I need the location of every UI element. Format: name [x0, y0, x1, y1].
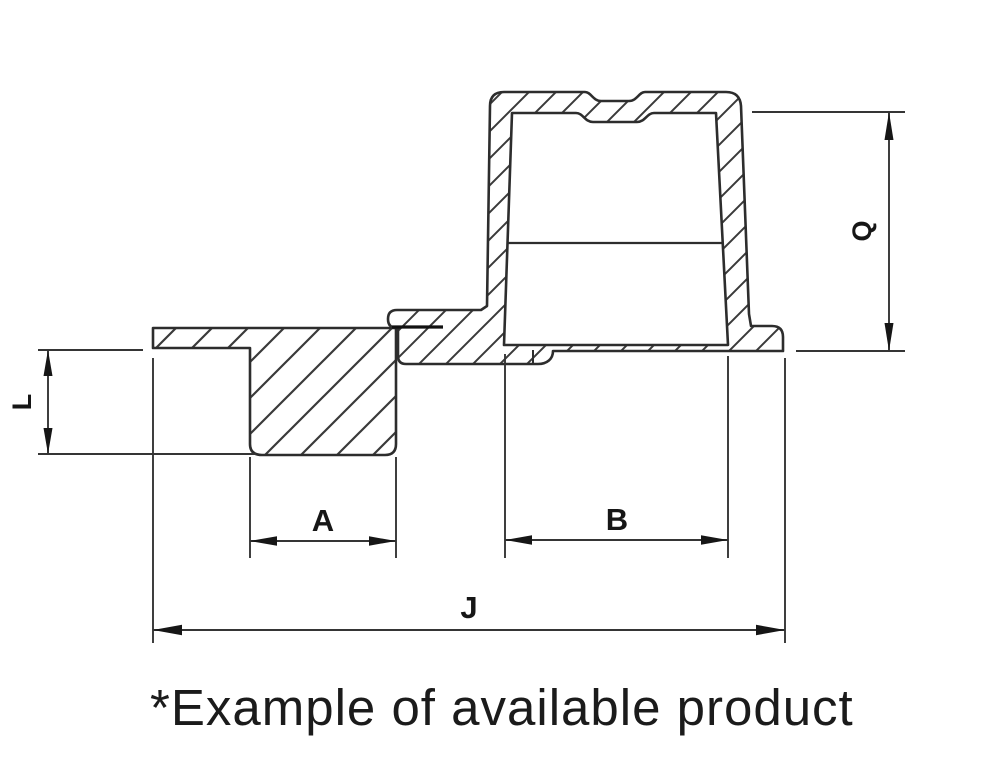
L-label: L — [7, 394, 37, 411]
flange-part-cross-section — [151, 326, 398, 457]
B-label: B — [606, 502, 628, 537]
J-arrow-left — [153, 624, 182, 636]
dimension-A: A — [249, 457, 397, 558]
Q-arrow-up — [884, 112, 894, 140]
flange-block-outline — [151, 326, 398, 457]
dimension-J: J — [152, 358, 786, 643]
dimension-L: L — [7, 349, 256, 455]
J-arrow-right — [756, 624, 785, 636]
dimension-B: B — [504, 354, 729, 558]
J-label: J — [460, 590, 477, 625]
B-arrow-left — [505, 535, 532, 545]
L-arrow-down — [43, 428, 53, 454]
caption: *Example of available product — [150, 679, 854, 736]
A-arrow-right — [369, 536, 396, 546]
A-label: A — [312, 503, 334, 538]
cap-outline — [386, 90, 785, 366]
L-arrow-up — [43, 350, 53, 376]
A-arrow-left — [250, 536, 277, 546]
Q-label: Q — [847, 220, 877, 241]
Q-arrow-down — [884, 323, 894, 351]
cap-part-cross-section — [386, 90, 785, 366]
B-arrow-right — [701, 535, 728, 545]
dimension-Q: Q — [752, 111, 905, 352]
